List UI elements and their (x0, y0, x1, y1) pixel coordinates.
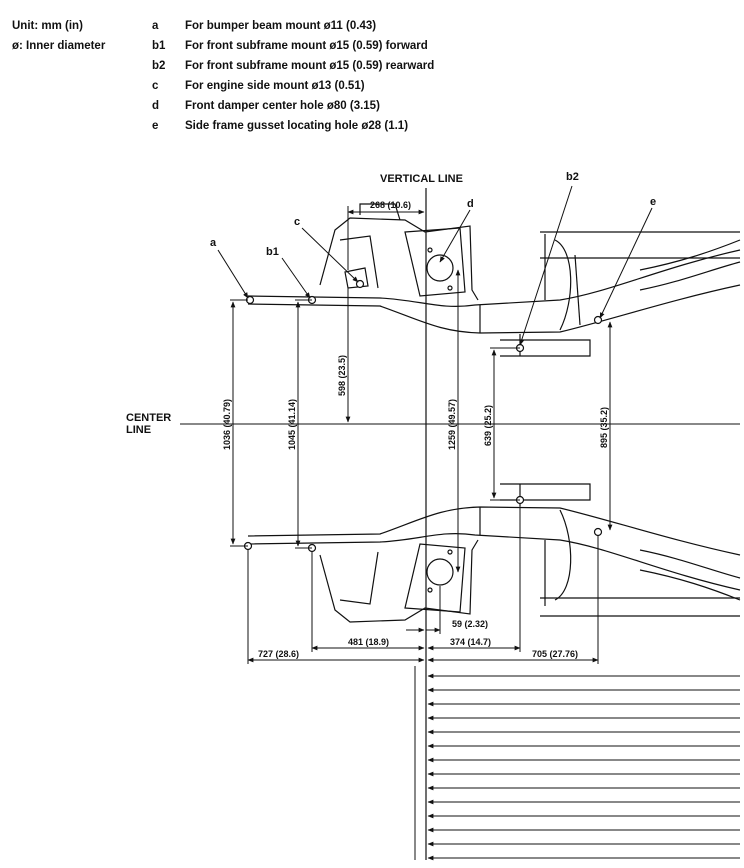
dim-374: 374 (14.7) (450, 637, 491, 647)
point-label-b1: b1 (266, 246, 279, 258)
legend-key-a: a (152, 20, 159, 32)
dim-59: 59 (2.32) (452, 619, 488, 629)
dim-1259: 1259 (49.57) (447, 399, 457, 450)
legend-key-d: d (152, 100, 160, 112)
dim-727: 727 (28.6) (258, 649, 299, 659)
legend-key-b1: b1 (152, 40, 166, 52)
inner-diameter-label: ø: Inner diameter (12, 40, 106, 52)
dim-895: 895 (35.2) (599, 407, 609, 448)
legend-key-b2: b2 (152, 60, 166, 72)
dim-1045: 1045 (41.14) (287, 399, 297, 450)
dim-705: 705 (27.76) (532, 649, 578, 659)
dim-598: 598 (23.5) (337, 355, 347, 396)
legend-text-d: Front damper center hole ø80 (3.15) (185, 100, 380, 112)
dim-268: 268 (10.6) (370, 200, 411, 210)
legend-key-c: c (152, 80, 159, 92)
legend-text-b2: For front subframe mount ø15 (0.59) rear… (185, 60, 435, 72)
vertical-line-label: VERTICAL LINE (380, 173, 463, 185)
reference-arrow-grid (414, 666, 740, 861)
point-label-e: e (650, 196, 656, 208)
dim-481: 481 (18.9) (348, 637, 389, 647)
legend-key-e: e (152, 120, 159, 132)
unit-label: Unit: mm (in) (12, 20, 83, 32)
center-line-label-2: LINE (126, 424, 151, 436)
point-label-c: c (294, 216, 300, 228)
legend-text-a: For bumper beam mount ø11 (0.43) (185, 20, 377, 32)
legend-text-c: For engine side mount ø13 (0.51) (185, 80, 365, 92)
legend-text-b1: For front subframe mount ø15 (0.59) forw… (185, 40, 428, 52)
dim-1036: 1036 (40.79) (222, 399, 232, 450)
upper-frame-rail (247, 203, 741, 357)
dim-639: 639 (25.2) (483, 405, 493, 446)
leader-lines (217, 185, 653, 346)
center-line-label-1: CENTER (126, 412, 171, 424)
point-label-a: a (210, 237, 217, 249)
hole-e-lower (593, 527, 603, 537)
legend-text-e: Side frame gusset locating hole ø28 (1.1… (185, 120, 409, 132)
dimension-lines (230, 206, 613, 664)
point-label-b2: b2 (566, 171, 579, 183)
lower-frame-rail (247, 483, 741, 623)
point-label-d: d (467, 198, 474, 210)
